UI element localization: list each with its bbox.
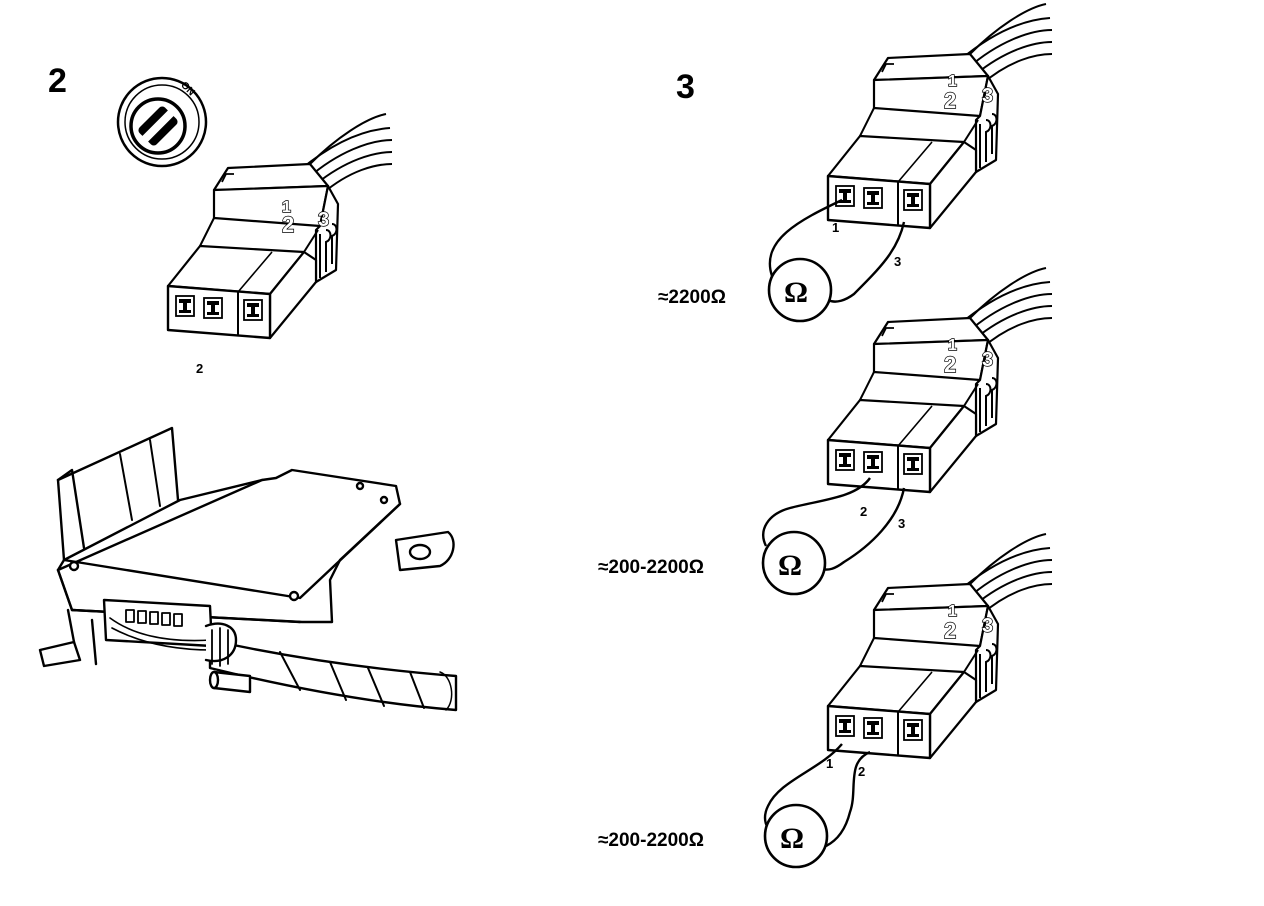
cavity-number-1: 1 [948,73,957,90]
cavity-number-3: 3 [982,615,993,637]
ohmmeter-symbol: Ω [778,549,802,582]
resistance-value: ≈2200Ω [658,287,726,308]
cavity-number-1: 1 [948,603,957,620]
probe-pin-label-b: 3 [898,516,905,531]
step-3-number: 3 [676,68,695,106]
probe-pin-label-b: 2 [858,764,865,779]
cavity-number-2: 2 [944,88,956,113]
probe-pin-label-a: 1 [832,220,839,235]
step-2-number: 2 [48,62,67,100]
ohmmeter-icon: Ω [761,530,827,596]
ohmmeter-icon: Ω [763,803,829,869]
probe-pin-label-b: 3 [894,254,901,269]
cavity-number-3: 3 [982,85,993,107]
measurement-1-leads [768,198,906,303]
measurement-1: 1 2 3 1 3 Ω ≈2200Ω [658,2,1054,323]
ohmmeter-symbol: Ω [780,822,804,855]
resistance-value: ≈200-2200Ω [598,557,704,578]
measurement-3: 1 2 3 1 2 Ω ≈200-2200Ω [598,532,1054,869]
measurement-1-connector: 1 2 3 1 3 [826,2,1054,269]
measurement-2-leads [762,477,906,571]
ohmmeter-icon: Ω [767,257,833,323]
measurement-2: 1 2 3 2 3 Ω ≈200-2200Ω [598,266,1054,596]
measurement-3-leads [763,743,871,848]
measurement-2-connector: 1 2 3 2 3 [826,266,1054,531]
measurement-3-connector: 1 2 3 1 2 [826,532,1054,779]
probe-pin-label-a: 1 [826,756,833,771]
cavity-number-2: 2 [282,212,294,237]
step2-pin-label: 2 [196,361,203,376]
ohmmeter-symbol: Ω [784,276,808,309]
cavity-number-1: 1 [948,337,957,354]
cavity-number-3: 3 [982,349,993,371]
step2-connector: 1 2 3 2 [166,112,394,376]
resistance-value: ≈200-2200Ω [598,830,704,851]
ignition-switch-icon: ON [116,76,208,168]
cavity-number-2: 2 [944,352,956,377]
cavity-number-2: 2 [944,618,956,643]
cavity-number-1: 1 [282,199,291,216]
control-unit-module [38,426,458,712]
probe-pin-label-a: 2 [860,504,867,519]
cavity-number-3: 3 [318,209,329,231]
